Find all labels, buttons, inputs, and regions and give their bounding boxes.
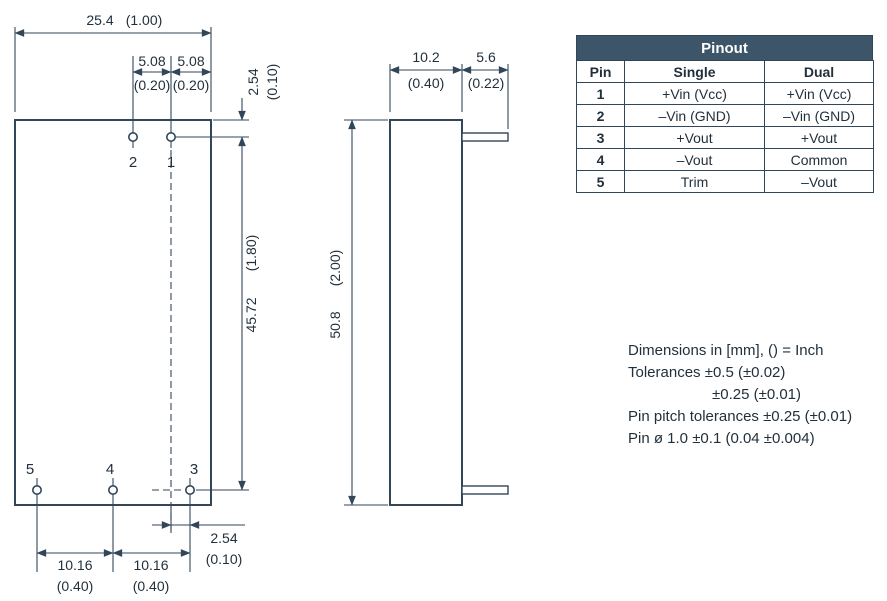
dim-top-offset-mm: 2.54 — [245, 68, 261, 95]
pin-number: 1 — [576, 82, 625, 105]
table-row: 2 –Vin (GND) –Vin (GND) — [576, 104, 874, 127]
dim-top-offset-inch: (0.10) — [264, 64, 280, 101]
side-view-bottom-pin — [461, 485, 509, 495]
pin-2-label: 2 — [129, 154, 137, 171]
dim-overall-width-inch: (1.00) — [126, 12, 163, 28]
dim-bottom-pitch-left-mm: 10.16 — [57, 557, 92, 573]
dim-pin-length-mm: 5.6 — [476, 49, 496, 65]
dim-bottom-pitch-right-mm: 10.16 — [133, 557, 168, 573]
table-row: 4 –Vout Common — [576, 148, 874, 171]
dim-top-pitch-left-mm: 5.08 — [138, 53, 165, 69]
dim-bottom-offset-mm: 2.54 — [210, 530, 237, 546]
pin-single-function: +Vout — [624, 126, 765, 149]
dim-overall-width-mm: 25.4 — [86, 12, 113, 28]
pin-5-label: 5 — [26, 461, 34, 478]
front-view-body-outline — [14, 119, 212, 506]
pin-single-function: –Vin (GND) — [624, 104, 765, 127]
pinout-col-pin: Pin — [576, 60, 625, 83]
pinout-header-row: Pin Single Dual — [576, 60, 874, 83]
pin-4-label: 4 — [106, 461, 114, 478]
pin-single-function: +Vin (Vcc) — [624, 82, 765, 105]
pin-5-marker — [31, 484, 42, 495]
pin-number: 5 — [576, 170, 625, 193]
note-line: Tolerances ±0.5 (±0.02) — [628, 364, 786, 381]
pin-number: 4 — [576, 148, 625, 171]
pinout-table: Pinout Pin Single Dual 1 +Vin (Vcc) +Vin… — [576, 35, 874, 193]
pinout-col-dual: Dual — [764, 60, 874, 83]
dim-pin-row-span-mm: 45.72 — [243, 297, 259, 332]
dim-pin-length-inch: (0.22) — [468, 75, 505, 91]
pin-single-function: Trim — [624, 170, 765, 193]
note-line: Pin pitch tolerances ±0.25 (±0.01) — [628, 408, 853, 425]
front-view: 25.4 (1.00) 5.08 5.08 (0.20) (0.20) 2.54… — [14, 12, 280, 594]
side-view-dimension-lines — [348, 66, 509, 506]
pinout-table-title: Pinout — [576, 35, 873, 60]
front-view-pins — [31, 132, 196, 495]
note-line: ±0.25 (±0.01) — [712, 386, 802, 403]
note-line: Dimensions in [mm], () = Inch — [628, 342, 824, 359]
dim-depth-inch: (0.40) — [408, 75, 445, 91]
pinout-col-single: Single — [624, 60, 765, 83]
table-row: 5 Trim –Vout — [576, 170, 874, 193]
pin-dual-function: +Vin (Vcc) — [764, 82, 874, 105]
note-line: Pin ø 1.0 ±0.1 (0.04 ±0.004) — [628, 430, 815, 447]
front-view-centerlines — [152, 150, 204, 533]
dim-top-pitch-left-inch: (0.20) — [134, 77, 171, 93]
pin-1-marker — [166, 132, 177, 143]
dim-height-mm: 50.8 — [327, 311, 343, 338]
dim-top-pitch-right-mm: 5.08 — [177, 53, 204, 69]
front-view-dimension-lines — [14, 29, 246, 557]
pin-dual-function: –Vout — [764, 170, 874, 193]
dimension-notes: Dimensions in [mm], () = Inch Tolerances… — [628, 340, 880, 450]
pin-3-marker — [185, 484, 196, 495]
pin-number: 2 — [576, 104, 625, 127]
dim-bottom-offset-inch: (0.10) — [206, 551, 243, 567]
side-view-top-pin — [461, 132, 509, 142]
pin-single-function: –Vout — [624, 148, 765, 171]
pin-dual-function: +Vout — [764, 126, 874, 149]
side-view-body-outline — [389, 119, 463, 506]
pin-4-marker — [108, 484, 119, 495]
pin-3-label: 3 — [190, 461, 198, 478]
pin-2-marker — [128, 132, 139, 143]
pin-number: 3 — [576, 126, 625, 149]
dim-bottom-pitch-right-inch: (0.40) — [133, 578, 170, 594]
pinout-table-grid: Pin Single Dual 1 +Vin (Vcc) +Vin (Vcc) … — [576, 60, 874, 193]
dim-top-pitch-right-inch: (0.20) — [173, 77, 210, 93]
dim-depth-mm: 10.2 — [412, 49, 439, 65]
dim-bottom-pitch-left-inch: (0.40) — [57, 578, 94, 594]
pin-1-label: 1 — [167, 154, 175, 171]
side-view: 10.2 (0.40) 5.6 (0.22) 50.8 (2.00) — [327, 49, 509, 506]
pin-dual-function: Common — [764, 148, 874, 171]
table-row: 3 +Vout +Vout — [576, 126, 874, 149]
dim-height-inch: (2.00) — [327, 250, 343, 287]
dim-pin-row-span-inch: (1.80) — [243, 235, 259, 272]
pin-dual-function: –Vin (GND) — [764, 104, 874, 127]
table-row: 1 +Vin (Vcc) +Vin (Vcc) — [576, 82, 874, 105]
